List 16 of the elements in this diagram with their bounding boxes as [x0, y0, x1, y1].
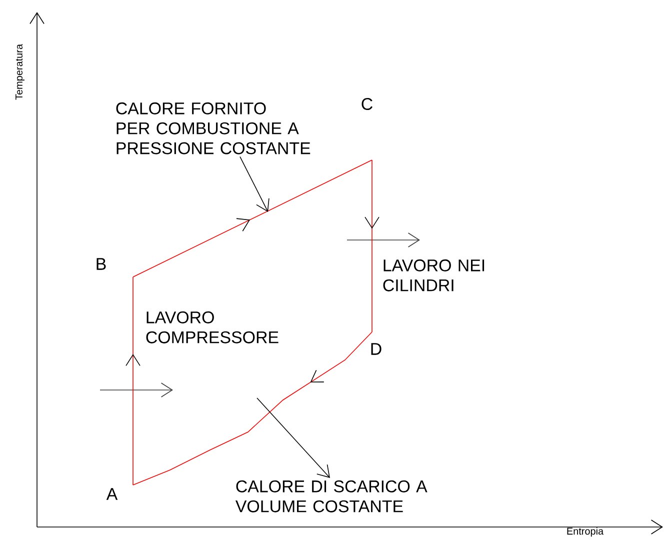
annotation-text: CALORE FORNITO PER COMBUSTIONE A PRESSIONE COSTANTE [116, 102, 310, 154]
annotation-text: LAVORO COMPRESSORE [146, 311, 278, 344]
point-label: A [106, 488, 118, 500]
cycle-line [364, 160, 380, 332]
point-label: C [362, 98, 372, 110]
point-label: D [371, 343, 382, 355]
cycle-line [132, 160, 372, 278]
annotation-text: CALORE DI SCARICO A VOLUME COSTANTE [235, 480, 428, 512]
annotation-text: LAVORO NEI CILINDRI [383, 259, 484, 292]
axis-label: Entropia [567, 527, 604, 537]
leader-line [256, 398, 330, 478]
cycle-line [126, 276, 140, 486]
point-label: B [96, 258, 106, 270]
leader-line [240, 156, 270, 212]
axis-label: Temperatura [16, 44, 24, 100]
cycle-line [132, 332, 372, 486]
